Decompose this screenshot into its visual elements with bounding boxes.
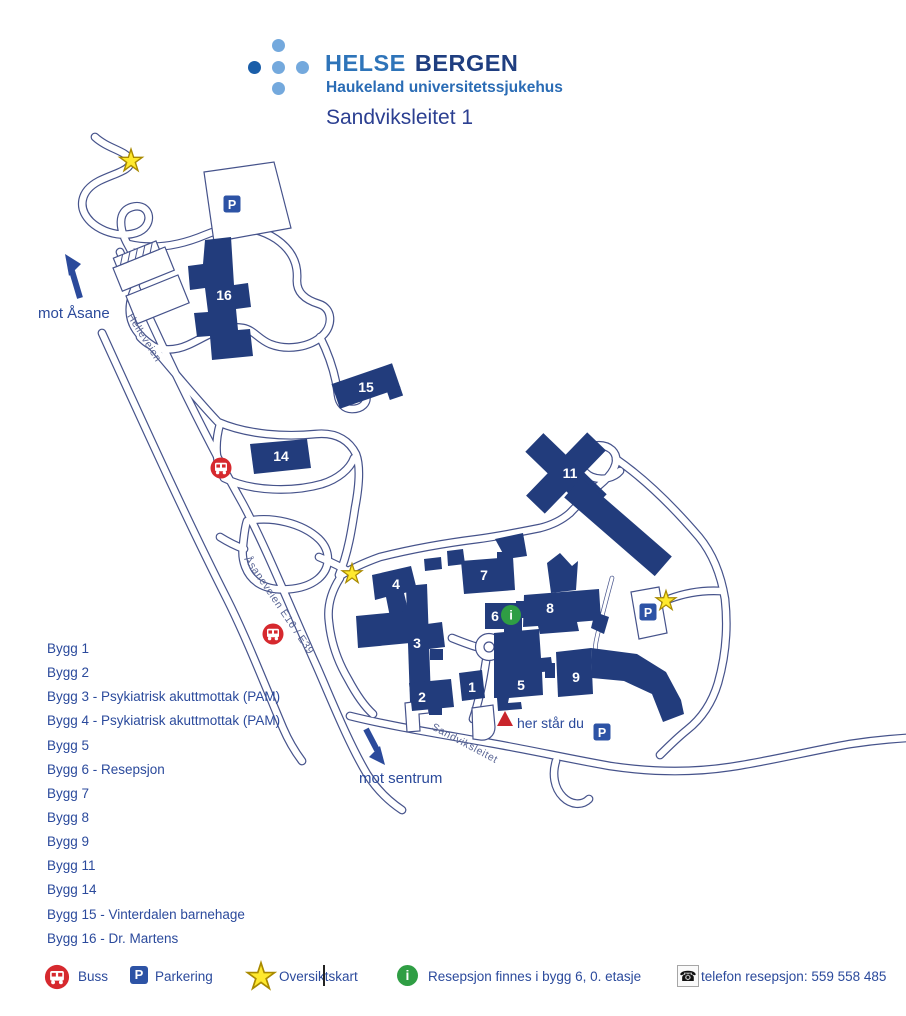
building-7-shape: [461, 533, 527, 594]
building-4-shape: [372, 566, 417, 622]
logo-dot-left: [248, 61, 261, 74]
building-5-label: 5: [517, 677, 525, 693]
building-7-label: 7: [480, 567, 488, 583]
parking-icon-north: P: [223, 195, 241, 213]
bus-legend-icon: [44, 964, 70, 990]
building-8-shape: [523, 553, 609, 634]
building-list-item: Bygg 7: [47, 785, 90, 801]
building-11-wing-shape: [564, 477, 672, 577]
phone-icon: ☎: [677, 965, 699, 987]
building-9-label: 9: [572, 669, 580, 685]
structure-a: [112, 240, 176, 292]
building-list-item: Bygg 9: [47, 834, 90, 850]
reception-legend-label: Resepsjon finnes i bygg 6, 0. etasje: [428, 969, 642, 984]
building-list-item: Bygg 16 - Dr. Martens: [47, 930, 179, 946]
you-are-here-marker: her står du: [497, 711, 584, 731]
building-list-item: Bygg 5: [47, 737, 90, 753]
building-list: Bygg 1 Bygg 2 Bygg 3 - Psykiatrisk akutt…: [47, 637, 280, 951]
you-are-here-label: her står du: [517, 715, 584, 731]
svg-text:P: P: [644, 606, 652, 620]
text-cursor: [323, 965, 325, 986]
logo-dot-center: [272, 61, 285, 74]
building-9-shape: [545, 648, 684, 722]
parking-legend-icon: P: [130, 966, 148, 984]
structure-b: [125, 274, 190, 325]
building-2-label: 2: [418, 689, 426, 705]
mot-asane-label: mot Åsane: [38, 305, 110, 322]
reception-info-icon: i: [501, 605, 521, 625]
reception-legend-icon: i: [397, 965, 418, 986]
brand-part2: BERGEN: [414, 50, 519, 76]
building-list-item: Bygg 6 - Resepsjon: [47, 761, 165, 777]
building-3-shape: [356, 584, 445, 702]
structure-d: [471, 704, 496, 741]
building-list-item: Bygg 15 - Vinterdalen barnehage: [47, 906, 245, 922]
logo-dot-bottom: [272, 82, 285, 95]
building-list-item: Bygg 8: [47, 809, 90, 825]
phone-legend-label: telefon resepsjon: 559 558 485: [701, 969, 887, 984]
svg-text:P: P: [228, 198, 236, 212]
outlined-structures: [112, 161, 668, 741]
campus-map: 16 15 14 11 4 7 6 8 3 2 1 5 9 Helleveien…: [38, 0, 906, 830]
building-16-shape: [188, 237, 253, 360]
parking-icon-east: P: [639, 603, 657, 621]
overview-star-legend-icon: [246, 961, 276, 990]
building-3-label: 3: [413, 635, 421, 651]
brand-name: HELSE BERGEN: [325, 50, 518, 77]
direction-mot-sentrum: mot sentrum: [359, 727, 442, 787]
header: HELSE BERGEN Haukeland universitetssjukeh…: [0, 0, 906, 140]
parking-icon-south: P: [593, 723, 611, 741]
parking-lot-north: [203, 161, 292, 243]
building-list-item: Bygg 14: [47, 882, 97, 898]
bus-legend-label: Buss: [78, 969, 109, 984]
small-annex-a: [424, 557, 442, 571]
building-1-label: 1: [468, 679, 476, 695]
small-annex-b: [447, 549, 465, 566]
building-6-label: 6: [491, 608, 499, 624]
building-15-label: 15: [358, 379, 374, 395]
svg-text:P: P: [598, 726, 606, 740]
building-list-item: Bygg 4 - Psykiatrisk akuttmottak (PAM): [47, 713, 281, 729]
building-2-shape: [409, 679, 454, 715]
brand-part1: HELSE: [325, 50, 406, 76]
building-8-label: 8: [546, 600, 554, 616]
building-list-item: Bygg 11: [47, 858, 96, 874]
page-title: Sandviksleitet 1: [326, 106, 474, 129]
building-14-label: 14: [273, 448, 289, 464]
building-list-item: Bygg 3 - Psykiatrisk akuttmottak (PAM): [47, 689, 281, 705]
building-1-shape: [459, 670, 485, 701]
building-14-shape: [250, 439, 311, 474]
building-11-label: 11: [563, 465, 578, 481]
parking-legend-label: Parkering: [155, 969, 213, 984]
building-list-item: Bygg 2: [47, 665, 90, 681]
building-4-label: 4: [392, 576, 400, 592]
building-numbers: 16 15 14 11 4 7 6 8 3 2 1 5 9: [216, 287, 580, 705]
building-15-shape: [331, 363, 404, 409]
logo-dot-top: [272, 39, 285, 52]
logo-dot-right: [296, 61, 309, 74]
direction-mot-asane: mot Åsane: [38, 254, 110, 322]
overview-legend-label: Oversiktskart: [279, 969, 358, 984]
brand-subtitle: Haukeland universitetssjukehus: [326, 79, 563, 96]
bus-stop-icon-north: [210, 457, 232, 479]
building-16-label: 16: [216, 287, 232, 303]
mot-sentrum-label: mot sentrum: [359, 770, 442, 787]
svg-text:i: i: [509, 608, 513, 623]
building-list-item: Bygg 1: [47, 641, 90, 656]
